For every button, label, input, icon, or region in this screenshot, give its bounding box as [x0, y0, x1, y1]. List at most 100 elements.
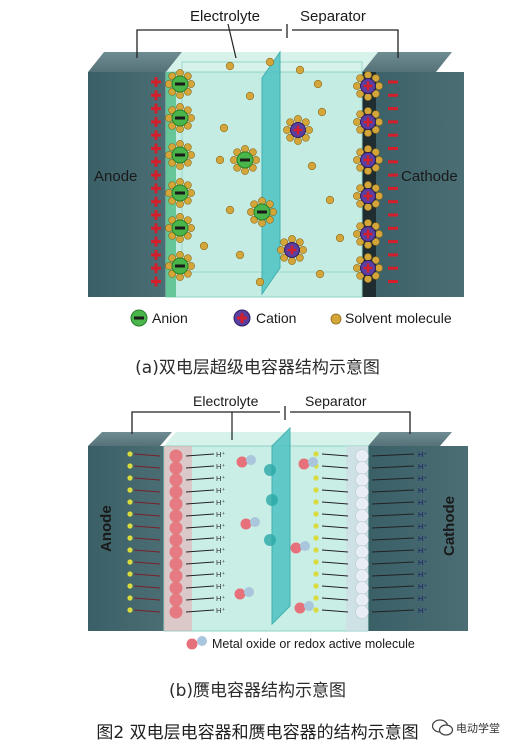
proton-label: H⁺ [216, 594, 225, 603]
solvent-molecule [371, 199, 380, 208]
solvent-molecule [364, 275, 372, 283]
solvent-molecule [371, 237, 380, 246]
metal-oxide-molecule [246, 455, 256, 465]
proton-label: H⁺ [216, 474, 225, 483]
solvent-molecule [371, 148, 380, 157]
solvent-molecule [356, 89, 365, 98]
positive-charge-icon [154, 90, 158, 101]
positive-charge-icon [154, 156, 158, 167]
arrow-line [185, 525, 215, 529]
proton-label: H⁺ [418, 486, 427, 495]
solvent-molecule [364, 129, 372, 137]
negative-charge-icon [388, 200, 398, 204]
arrow-line [185, 501, 215, 505]
anode-particle [127, 523, 133, 529]
arrow-line [133, 477, 161, 481]
negative-charge-icon [388, 173, 398, 177]
solvent-molecule [199, 241, 209, 251]
metal-oxide-molecule [169, 593, 183, 607]
anode-charges-a [151, 77, 161, 287]
separator-label-a: Separator [300, 8, 366, 25]
arrow-line [371, 501, 415, 505]
watermark: 电动学堂 [432, 714, 510, 742]
solvent-molecule [356, 237, 365, 246]
arrow-line [321, 597, 349, 601]
cation-plus-icon [366, 229, 370, 239]
negative-charge-icon [388, 80, 398, 84]
arrow-line [321, 489, 349, 493]
arrow-line [371, 585, 415, 589]
figure-caption: 图2 双电层电容器和赝电容器的结构示意图 [96, 723, 419, 743]
arrow-line [321, 453, 349, 457]
metal-oxide-molecule [294, 602, 306, 614]
arrow-line [371, 525, 415, 529]
solvent-molecule [277, 246, 285, 254]
redox-molecule [355, 605, 369, 619]
redox-molecule [355, 581, 369, 595]
arrow-line [185, 453, 215, 457]
separator-particle [264, 464, 276, 476]
redox-molecule [355, 521, 369, 535]
proton-label: H⁺ [216, 450, 225, 459]
ion-rows-b: H⁺H⁺H⁺H⁺H⁺H⁺H⁺H⁺H⁺H⁺H⁺H⁺H⁺H⁺H⁺H⁺H⁺H⁺H⁺H⁺… [127, 449, 427, 619]
electrolyte-top-b [164, 432, 380, 446]
proton-label: H⁺ [418, 546, 427, 555]
solvent-molecule [315, 269, 325, 279]
solvent-molecule [356, 184, 365, 193]
electrolyte-particle [313, 511, 319, 517]
diagram-a: Electrolyte Separator Anode Cathode Anio… [88, 8, 464, 327]
separator-a [261, 50, 281, 296]
metal-oxide-molecule [169, 557, 183, 571]
proton-label: H⁺ [216, 486, 225, 495]
solvent-molecule [294, 137, 302, 145]
arrow-line [133, 489, 161, 493]
arrow-line [371, 573, 415, 577]
arrow-line [371, 561, 415, 565]
solvent-molecule [371, 222, 380, 231]
metal-oxide-molecule [304, 601, 314, 611]
solvent-molecule [288, 235, 296, 243]
metal-oxide-molecule [169, 533, 183, 547]
anion-minus-icon [257, 210, 267, 214]
solvent-molecule [356, 222, 365, 231]
anion-minus-icon [175, 82, 185, 86]
metal-oxide-molecule [169, 569, 183, 583]
metal-oxide-molecule [169, 581, 183, 595]
solvent-molecule [295, 253, 304, 262]
arrow-line [371, 597, 415, 601]
wechat-icon [432, 719, 454, 736]
metal-oxide-molecule [169, 545, 183, 559]
solvent-molecule [371, 256, 380, 265]
cathode-electrode-b [368, 446, 468, 631]
proton-label: H⁺ [216, 558, 225, 567]
redox-molecule [355, 449, 369, 463]
anion-minus-icon [175, 226, 185, 230]
proton-label: H⁺ [418, 474, 427, 483]
solvent-molecule [353, 82, 361, 90]
anode-top-b [88, 432, 172, 446]
redox-molecule [355, 497, 369, 511]
positive-charge-icon [154, 170, 158, 181]
positive-charge-icon [154, 143, 158, 154]
metal-oxide-molecule [300, 541, 310, 551]
solvent-molecule [356, 125, 365, 134]
anion-minus-icon [175, 264, 185, 268]
metal-oxide-molecule [244, 587, 254, 597]
electrolyte-particle [313, 595, 319, 601]
negative-charge-icon [388, 160, 398, 164]
anode-particle [127, 535, 133, 541]
negative-charge-icon [388, 253, 398, 257]
bracket-a [136, 29, 399, 58]
solvent-molecule [307, 161, 317, 171]
metal-oxide-molecule [298, 458, 310, 470]
bracket-b [131, 411, 411, 434]
anode-particle [127, 475, 133, 481]
solvent-molecule [364, 93, 372, 101]
separator-label-b: Separator [305, 393, 367, 409]
solvent-molecule [353, 118, 361, 126]
arrow-line [371, 477, 415, 481]
watermark-text: 电动学堂 [456, 722, 500, 735]
arrow-line [133, 453, 161, 457]
proton-label: H⁺ [418, 462, 427, 471]
proton-label: H⁺ [418, 534, 427, 543]
